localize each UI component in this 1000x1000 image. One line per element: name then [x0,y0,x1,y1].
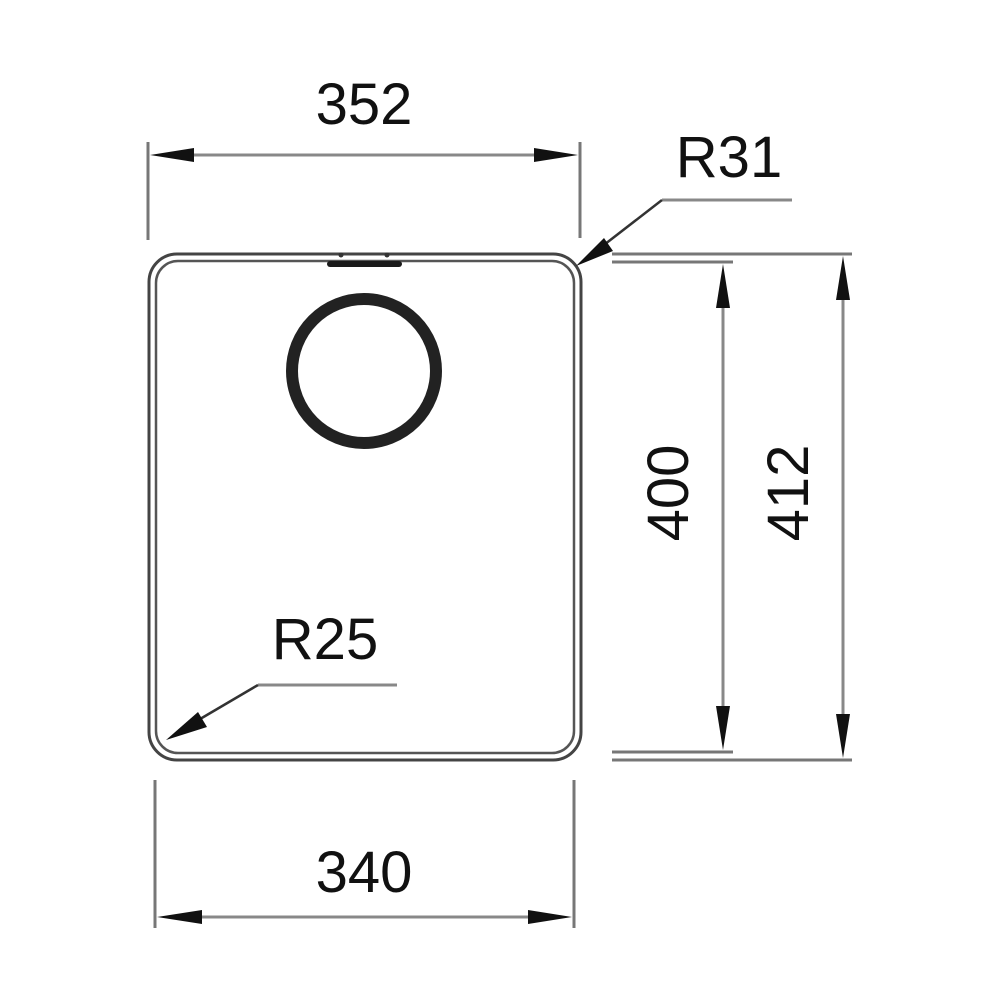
dimension-outer-height: 412 [756,256,850,758]
arrow-down-icon [716,706,730,750]
radius-label-r25: R25 [272,607,378,672]
dimension-bottom-width: 340 [153,780,576,928]
dimension-label-412: 412 [756,445,821,542]
dimension-label-352: 352 [316,72,413,137]
arrow-up-icon [836,256,850,300]
radius-label-r31: R31 [676,125,782,190]
sink-inner-edge [154,259,576,755]
arrow-up-icon [716,264,730,308]
sink-outer-edge [147,252,583,762]
drain-circle-icon [286,293,442,449]
arrow-right-icon [534,148,578,162]
leader-arrow-icon [166,712,207,740]
dimension-top-width: 352 [146,72,582,240]
arrow-down-icon [836,714,850,758]
arrow-left-icon [150,148,194,162]
dimension-label-400: 400 [636,445,701,542]
arrow-right-icon [528,910,572,924]
overflow-slot-icon [327,252,402,267]
vertical-extension-lines [612,252,852,762]
dimension-label-340: 340 [316,840,413,905]
radius-callout-top-right: R31 [576,125,792,266]
arrow-left-icon [157,910,202,924]
dimension-inner-height: 400 [636,264,730,750]
radius-callout-bottom-left: R25 [166,607,397,740]
leader-arrow-icon [576,238,613,266]
